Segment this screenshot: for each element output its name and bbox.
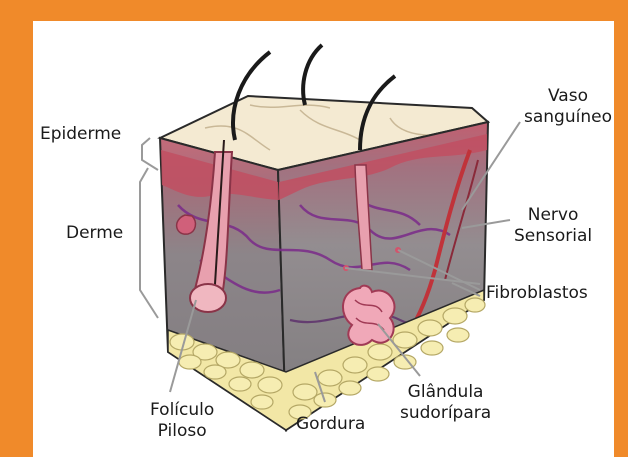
label-derme: Derme	[66, 223, 123, 244]
label-foliculo-line2: Piloso	[150, 421, 214, 442]
label-fibroblastos: Fibroblastos	[486, 283, 588, 304]
hair-2	[303, 45, 322, 105]
label-vaso-line1: Vaso	[524, 86, 612, 107]
label-vaso-sanguineo: Vaso sanguíneo	[524, 86, 612, 128]
label-epiderme: Epiderme	[40, 124, 121, 145]
label-foliculo-line1: Folículo	[150, 400, 214, 421]
label-glandula-sudoripara: Glândula sudorípara	[400, 382, 491, 424]
label-foliculo-piloso: Folículo Piloso	[150, 400, 214, 442]
follicle-bulb	[190, 284, 226, 312]
label-derme-text: Derme	[66, 223, 123, 244]
sebaceous-gland	[177, 215, 196, 234]
label-nervo-line1: Nervo	[514, 205, 592, 226]
label-nervo-line2: Sensorial	[514, 226, 592, 247]
label-fibroblastos-text: Fibroblastos	[486, 283, 588, 304]
epiderme-bracket	[142, 138, 158, 170]
label-gordura-text: Gordura	[296, 414, 365, 435]
label-nervo-sensorial: Nervo Sensorial	[514, 205, 592, 247]
label-glandula-line1: Glândula	[400, 382, 491, 403]
label-glandula-line2: sudorípara	[400, 403, 491, 424]
label-gordura: Gordura	[296, 414, 365, 435]
label-vaso-line2: sanguíneo	[524, 107, 612, 128]
derme-bracket	[140, 168, 158, 318]
label-epiderme-text: Epiderme	[40, 124, 121, 145]
